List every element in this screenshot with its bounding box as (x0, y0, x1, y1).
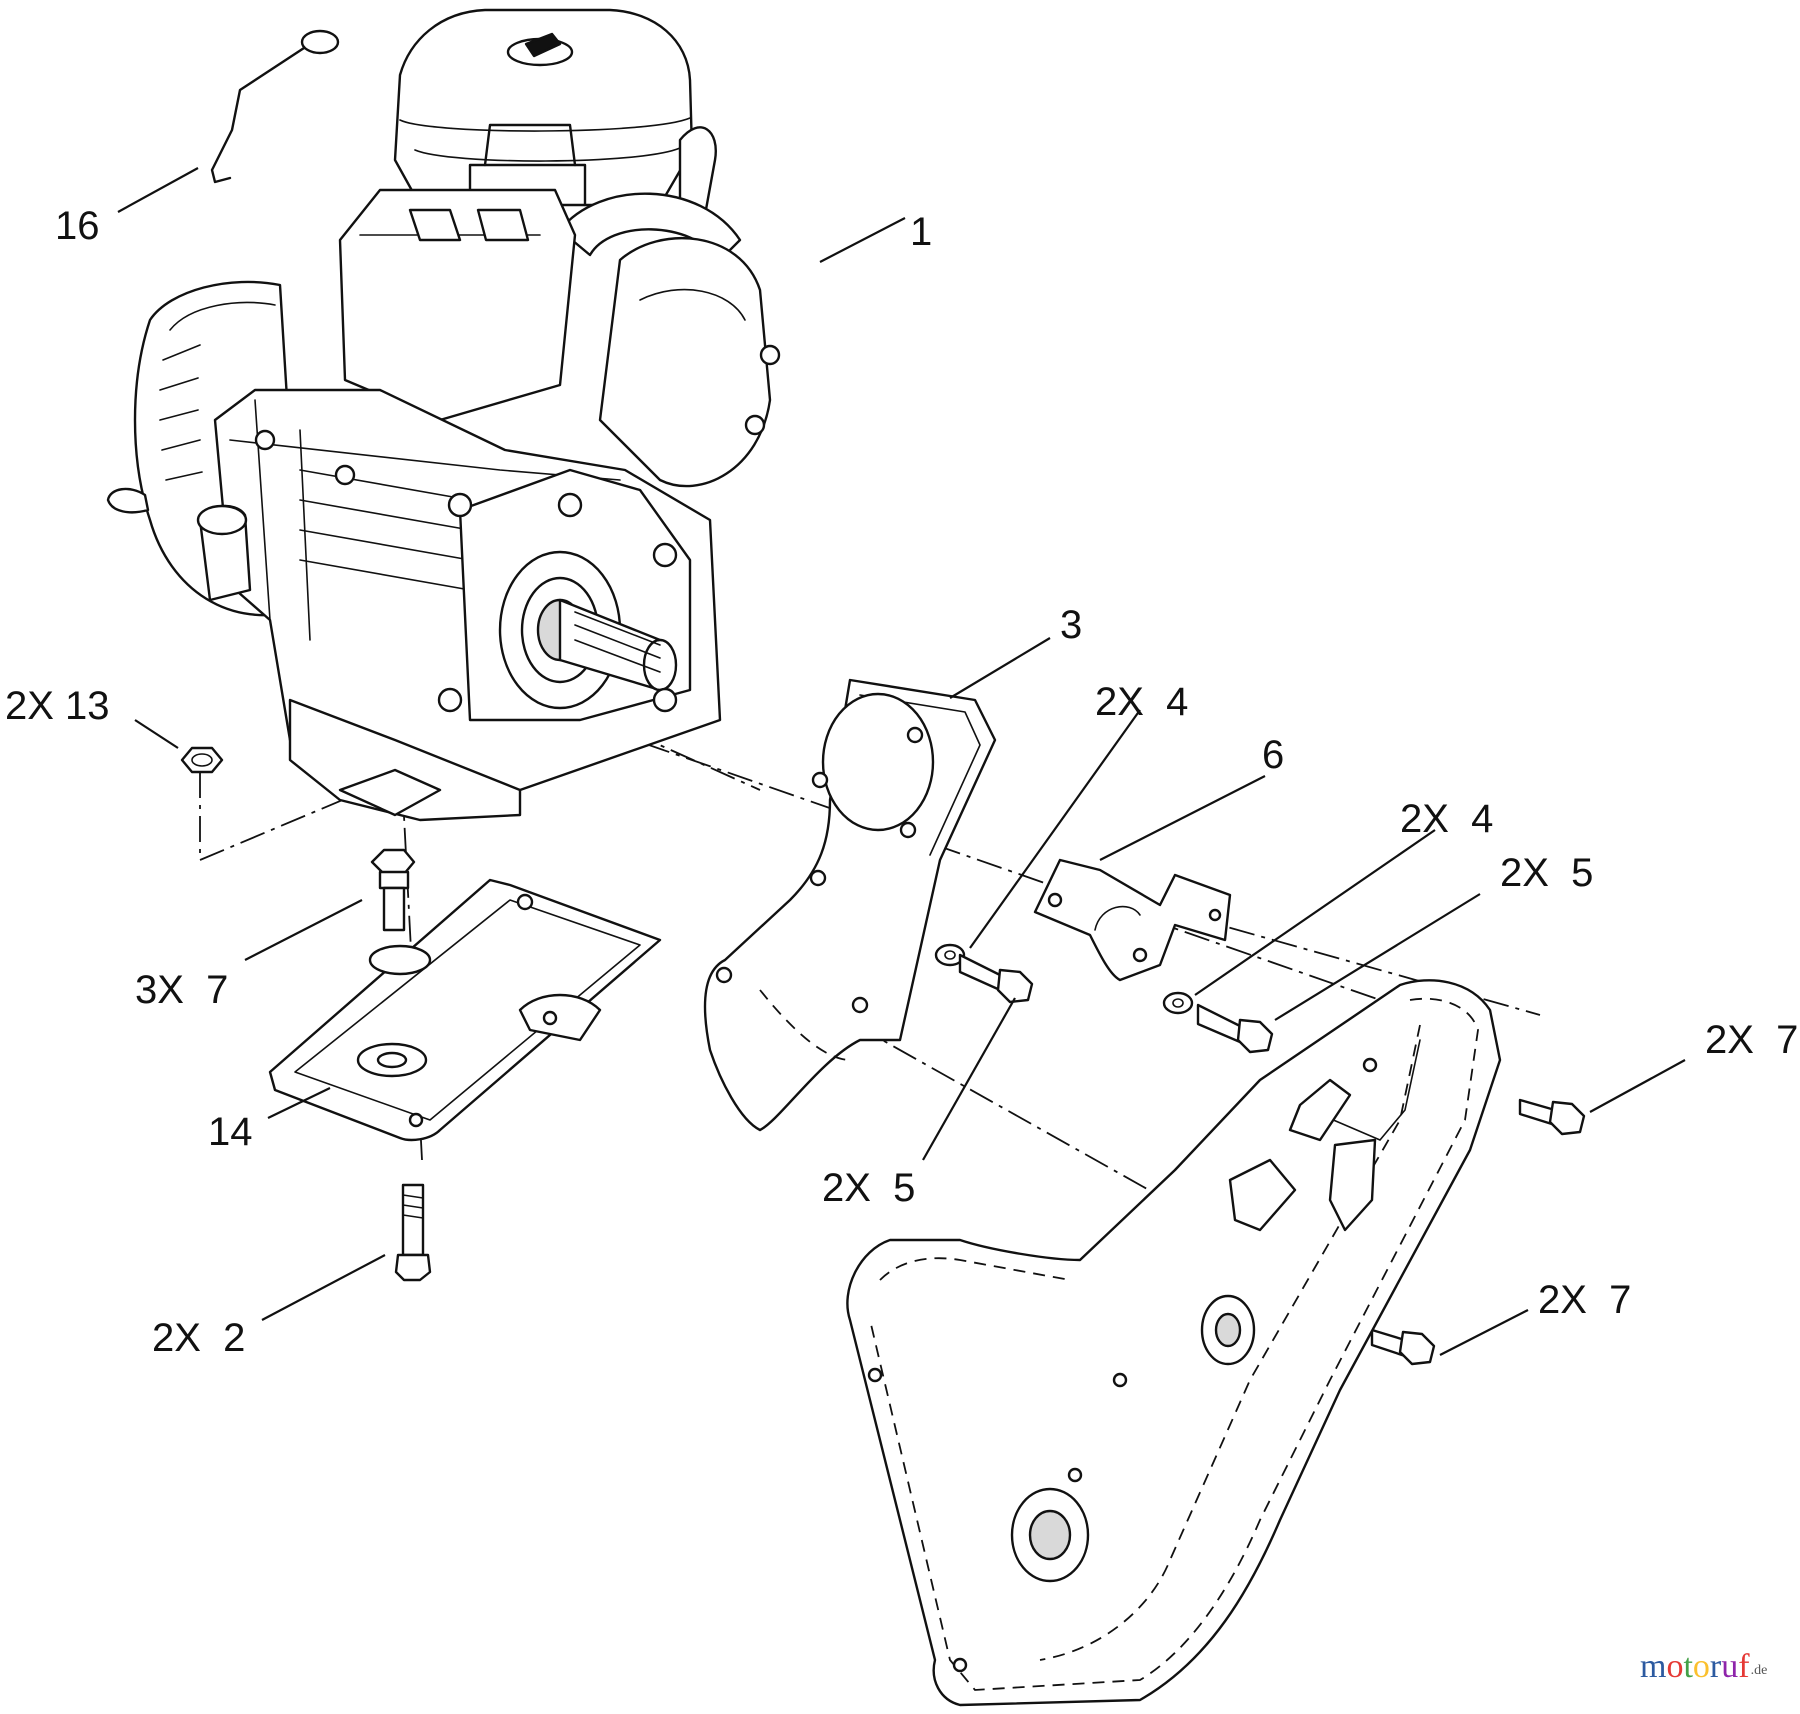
part-4-washers (934, 943, 1194, 1015)
belt-cover-housing (846, 979, 1502, 1707)
wm-tld: .de (1750, 1663, 1768, 1678)
wm-letter: f (1738, 1648, 1750, 1685)
part-13-nut (180, 746, 224, 774)
callout-2x2: 2X 2 (152, 1316, 246, 1360)
part-7-bolts-right (1370, 1098, 1586, 1366)
wm-letter: r (1709, 1648, 1722, 1685)
part-7-bolt-upper (370, 848, 416, 932)
callout-2x4-upper: 2X 4 (1095, 680, 1189, 724)
wm-letter: m (1640, 1648, 1667, 1685)
callout-2x5-lower: 2X 5 (822, 1166, 916, 1210)
wm-letter: o (1666, 1648, 1684, 1685)
engine (106, 8, 781, 822)
callout-2x13: 2X 13 (5, 684, 110, 728)
wm-letter: u (1721, 1648, 1739, 1685)
part-6-bracket (1033, 858, 1232, 982)
callout-leaders (117, 167, 1686, 1356)
wm-letter: o (1692, 1648, 1710, 1685)
watermark-logo: motoruf.de (1640, 1650, 1767, 1684)
part-16-dipstick (210, 29, 340, 184)
callout-16: 16 (55, 204, 100, 248)
part-2-bolt (394, 1183, 432, 1282)
callout-14: 14 (208, 1110, 253, 1154)
callout-3x7: 3X 7 (135, 968, 229, 1012)
wm-letter: t (1683, 1648, 1693, 1685)
part-5-bolts (958, 953, 1274, 1054)
part-3-adapter-plate (703, 678, 997, 1132)
callout-3: 3 (1060, 603, 1083, 647)
part-14-base-plate (268, 878, 662, 1142)
callout-6: 6 (1262, 733, 1285, 777)
callout-1: 1 (910, 210, 933, 254)
callout-2x5-upper: 2X 5 (1500, 851, 1594, 895)
callout-2x7-lower: 2X 7 (1538, 1278, 1632, 1322)
callout-2x7-upper: 2X 7 (1705, 1018, 1799, 1062)
callout-2x4-lower: 2X 4 (1400, 797, 1494, 841)
